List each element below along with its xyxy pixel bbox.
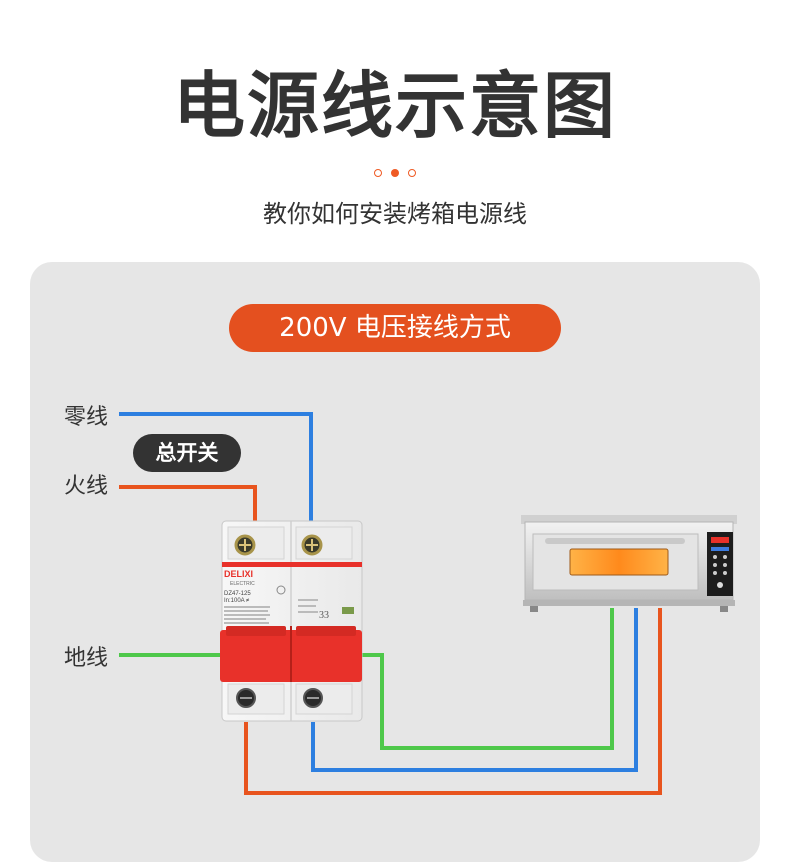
dot-filled-center: [391, 169, 399, 177]
dot-hollow-right: [408, 169, 416, 177]
voltage-method-pill: 200V 电压接线方式: [229, 304, 561, 352]
neutral-wire: [119, 412, 313, 522]
circuit-breaker-icon: DELIXI ELECTRIC DZ47-125 In:100A ≠ 33: [220, 520, 363, 722]
decorative-dots: [372, 169, 420, 181]
live-wire: [119, 485, 257, 522]
neutral-wire-label: 零线: [64, 405, 109, 430]
breaker-pole2-mark: 33: [319, 610, 329, 621]
breaker-brand-sub: ELECTRIC: [230, 581, 255, 587]
live-wire-label: 火线: [64, 474, 109, 499]
wiring-diagram: DELIXI ELECTRIC DZ47-125 In:100A ≠ 33: [119, 412, 737, 795]
live-wire-out: [244, 608, 662, 795]
ground-wire-out: [360, 608, 614, 750]
page-title: 电源线示意图: [172, 64, 617, 148]
oven-icon: [521, 515, 737, 612]
breaker-model: DZ47-125: [224, 591, 251, 597]
page-subtitle: 教你如何安装烤箱电源线: [263, 200, 527, 228]
breaker-brand: DELIXI: [224, 569, 253, 579]
neutral-wire-out: [311, 608, 638, 772]
ground-wire-label: 地线: [64, 646, 109, 671]
breaker-rating: In:100A ≠: [224, 598, 250, 604]
dot-hollow-left: [374, 169, 382, 177]
main-switch-badge: 总开关: [133, 434, 241, 472]
